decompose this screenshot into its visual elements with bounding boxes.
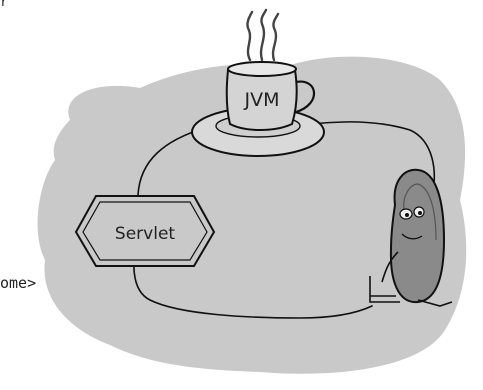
fragment-text-left: ome>	[0, 274, 36, 292]
steam-icon	[247, 10, 278, 60]
fragment-text-top: r	[0, 0, 8, 10]
servlet-label: Servlet	[115, 224, 175, 244]
mug-rim	[228, 62, 296, 76]
mug-label: JVM	[244, 89, 280, 111]
